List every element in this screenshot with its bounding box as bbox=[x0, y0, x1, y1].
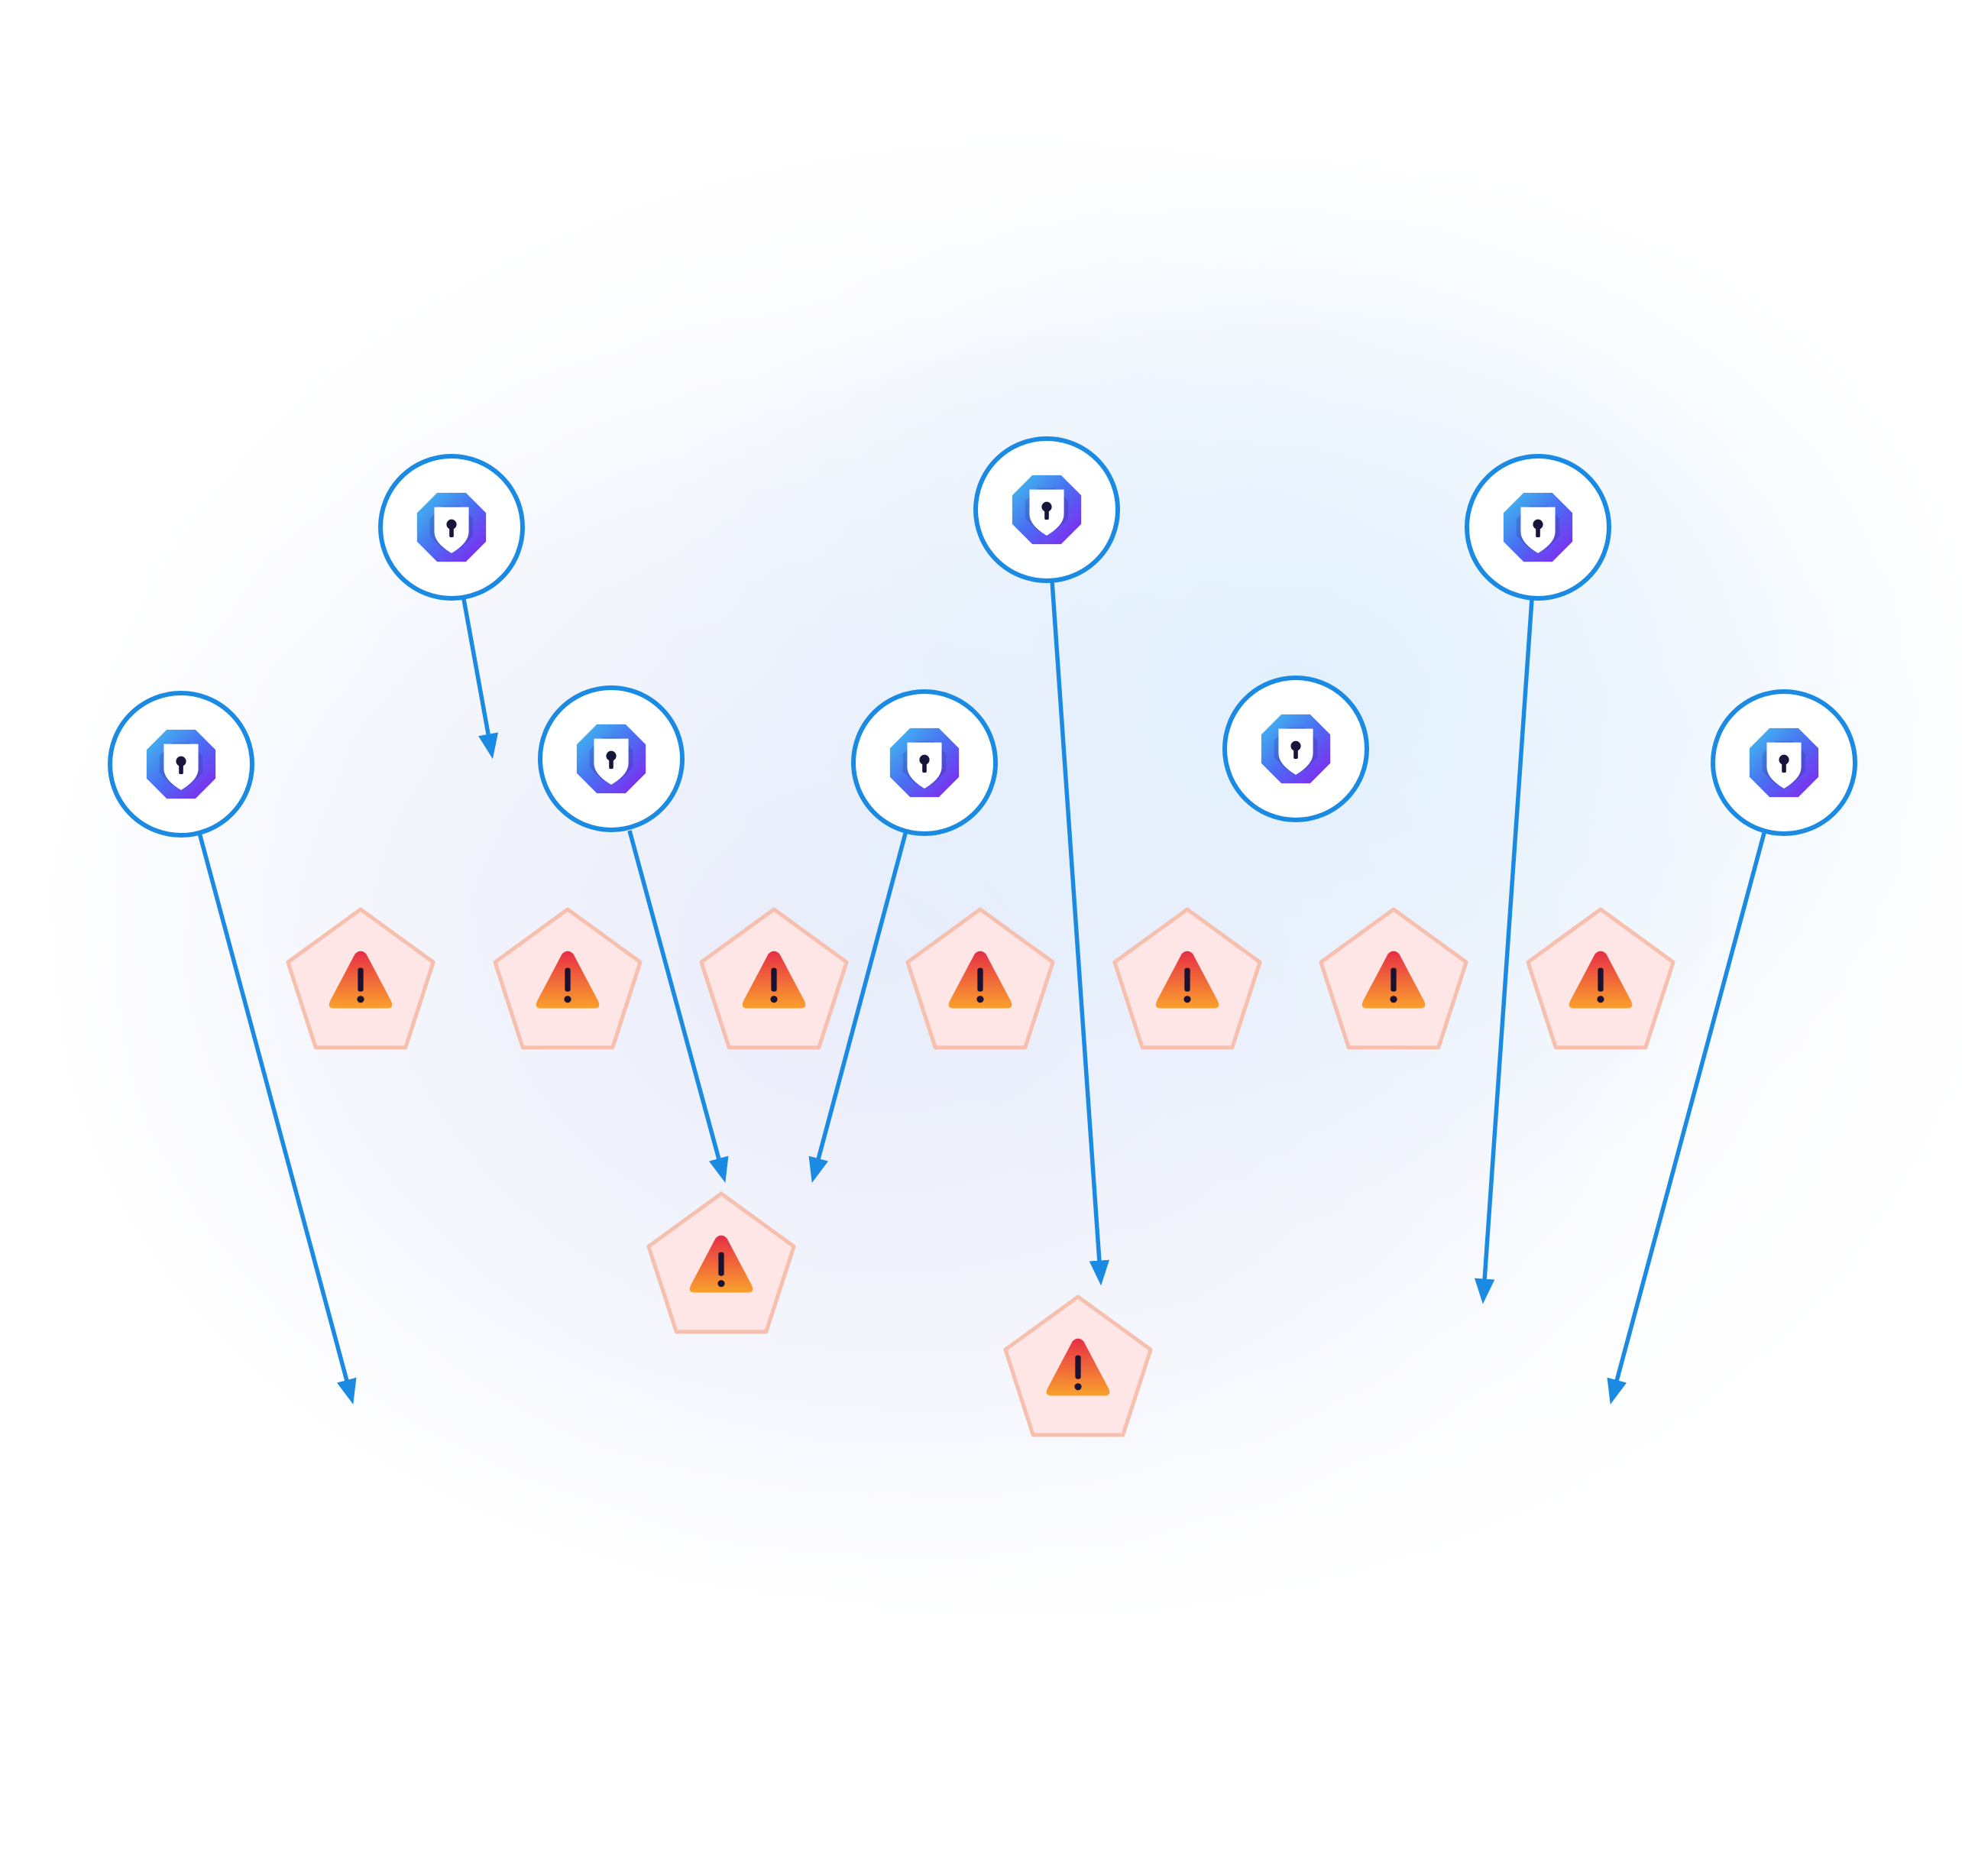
threat-node bbox=[646, 1191, 796, 1334]
arrow-connector bbox=[197, 832, 357, 1405]
shield-lock-icon bbox=[576, 724, 646, 794]
arrow-connector bbox=[627, 830, 729, 1183]
secure-nodes-group bbox=[108, 436, 1857, 838]
arrow-connector bbox=[808, 830, 908, 1183]
secure-node bbox=[538, 685, 685, 832]
threat-node bbox=[1112, 907, 1262, 1050]
secure-node bbox=[851, 689, 998, 836]
arrow-connector bbox=[1474, 598, 1534, 1304]
secure-node bbox=[378, 454, 525, 601]
secure-node bbox=[1711, 689, 1857, 836]
arrow-connector bbox=[1607, 832, 1766, 1405]
threat-node bbox=[1526, 907, 1675, 1050]
arrow-connector bbox=[1050, 580, 1110, 1286]
connections-group bbox=[197, 580, 1766, 1405]
shield-lock-icon bbox=[1749, 727, 1819, 798]
shield-lock-icon bbox=[889, 727, 960, 798]
threats-group bbox=[286, 907, 1675, 1437]
shield-lock-icon bbox=[146, 729, 216, 799]
threat-node bbox=[905, 907, 1055, 1050]
threat-node bbox=[286, 907, 435, 1050]
secure-node bbox=[108, 691, 254, 838]
secure-node bbox=[1465, 454, 1611, 601]
threat-node bbox=[1003, 1294, 1153, 1437]
threat-node bbox=[699, 907, 849, 1050]
threat-node bbox=[493, 907, 643, 1050]
shield-lock-icon bbox=[1503, 492, 1573, 562]
secure-node bbox=[973, 436, 1120, 583]
threat-node bbox=[1319, 907, 1468, 1050]
shield-lock-icon bbox=[1261, 714, 1331, 784]
shield-lock-icon bbox=[416, 492, 487, 562]
secure-node bbox=[1222, 676, 1369, 822]
arrow-connector bbox=[461, 598, 499, 760]
shield-lock-icon bbox=[1012, 475, 1082, 545]
